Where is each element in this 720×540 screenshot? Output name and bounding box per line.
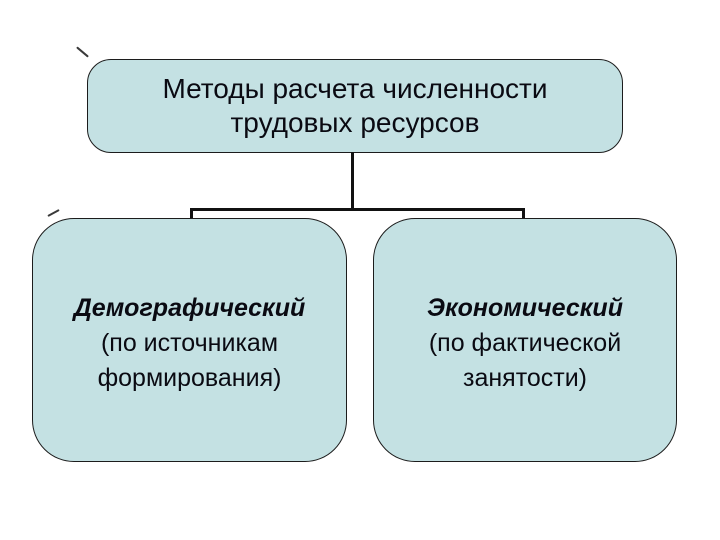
child-box-economic: Экономический (по фактической занятости) [373, 218, 677, 462]
connector-stem [351, 152, 354, 210]
child-box-demographic: Демографический (по источникам формирова… [32, 218, 347, 462]
connector-crossbar [190, 208, 525, 211]
connector-tick-left [190, 208, 193, 220]
economic-heading: Экономический [427, 293, 623, 322]
corner-flick-left-box [47, 209, 60, 217]
demographic-heading: Демографический [73, 293, 306, 322]
demographic-detail-line1: (по источникам [100, 328, 279, 357]
demographic-detail-line2: формирования) [97, 363, 282, 392]
root-box: Методы расчета численности трудовых ресу… [87, 59, 623, 153]
root-box-title-line1: Методы расчета численности [162, 73, 548, 104]
connector-tick-right [522, 208, 525, 221]
economic-detail-line1: (по фактической [428, 328, 622, 357]
economic-detail-line2: занятости) [462, 363, 588, 392]
corner-flick-title-box [76, 46, 89, 58]
root-box-title-line2: трудовых ресурсов [230, 107, 480, 138]
